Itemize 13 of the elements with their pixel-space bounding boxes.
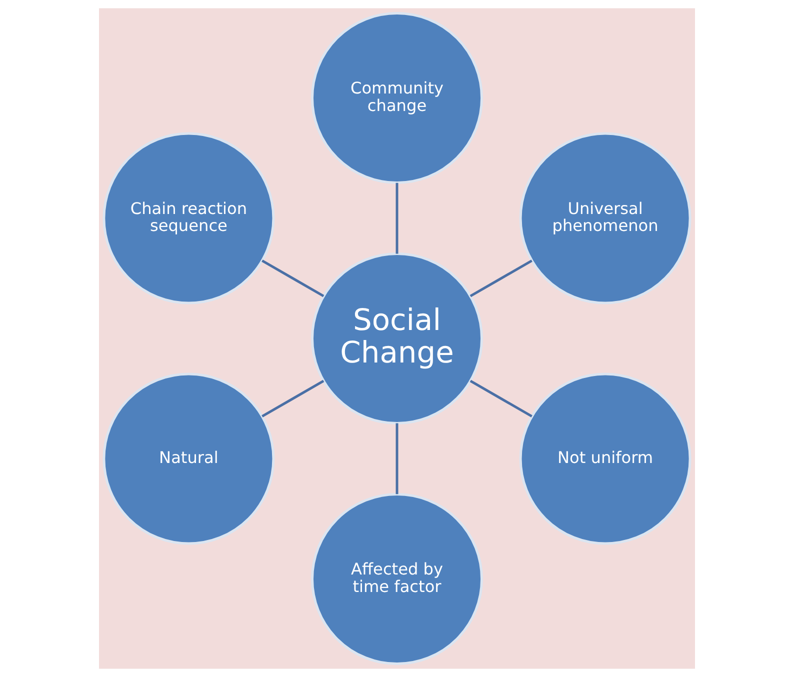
connector [469, 380, 532, 418]
node-circle: Affected by time factor [310, 493, 482, 666]
node-circle: Natural [102, 372, 274, 545]
node-circle: Social Change [310, 252, 482, 424]
connector [469, 260, 532, 298]
node-circle: Chain reaction sequence [102, 132, 274, 304]
node-circle: Universal phenomenon [518, 132, 691, 304]
connector [261, 260, 324, 298]
node-circle: Community change [310, 12, 482, 184]
connector [395, 423, 398, 494]
connector [261, 380, 324, 418]
node-circle: Not uniform [518, 372, 691, 545]
connector [395, 182, 398, 254]
